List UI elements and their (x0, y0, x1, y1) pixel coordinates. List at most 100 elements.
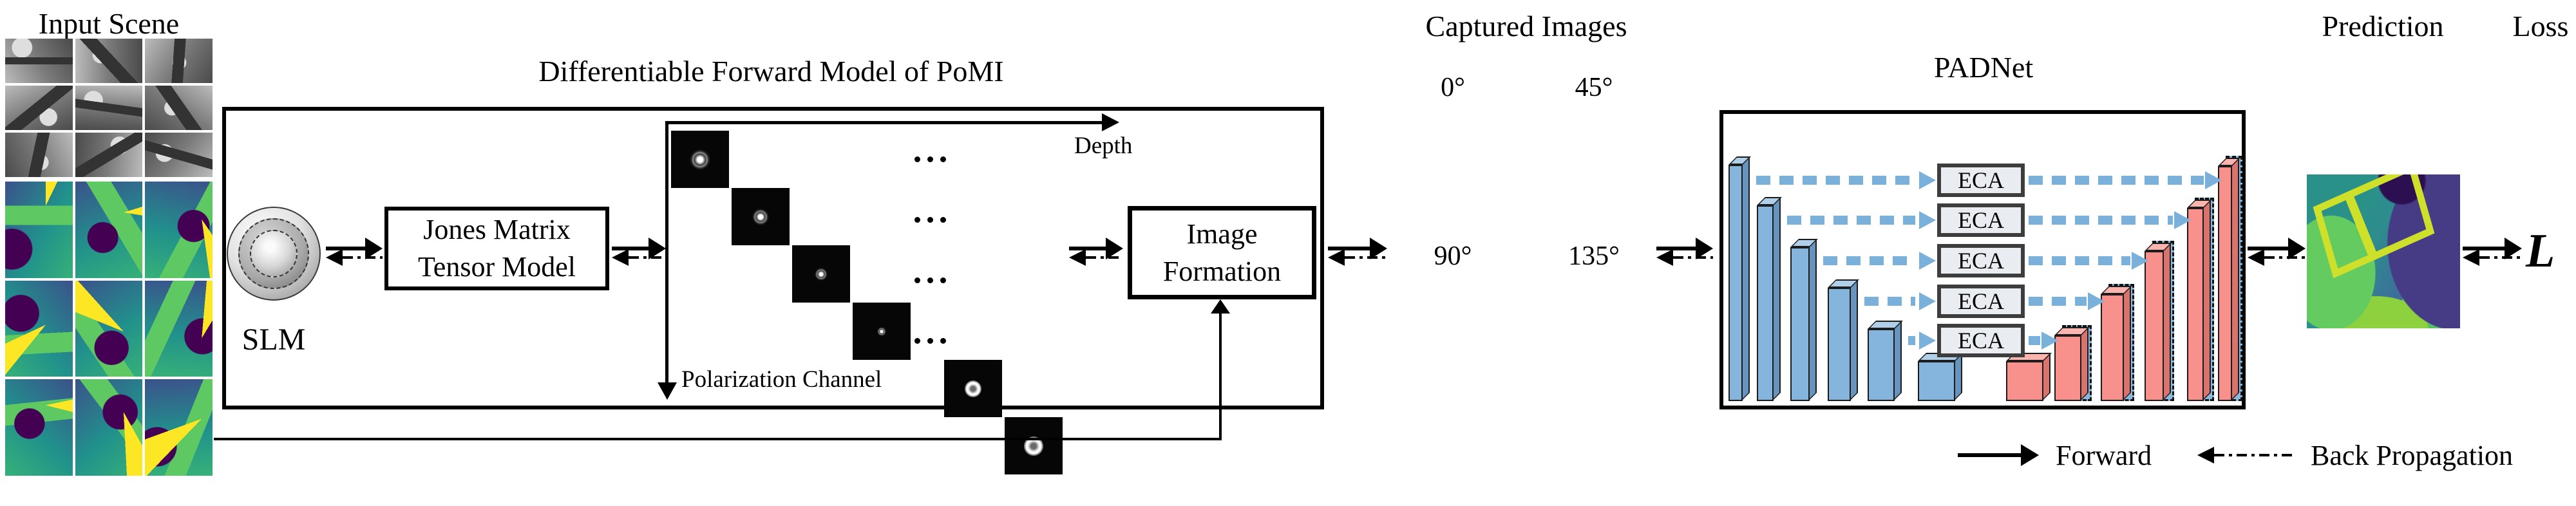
decoder-bar-3-front (2145, 251, 2164, 401)
skip-arrow-right-5 (2029, 336, 2040, 345)
backprop-arrowhead-icon (326, 249, 343, 266)
decoder-bar-2-front (2187, 208, 2204, 401)
psf-cell (853, 303, 911, 360)
skip-arrow-right-head-icon (2174, 211, 2191, 229)
legend-back-label: Back Propagation (2311, 440, 2514, 471)
jones-matrix-box: Jones Matrix Tensor Model (384, 207, 609, 290)
backprop-arrowhead-icon (612, 249, 629, 266)
psf-cell (732, 188, 790, 245)
legend-back-arrowhead-icon (2197, 447, 2214, 464)
skip-arrow-right-head-icon (2088, 292, 2105, 310)
forward-arrow-line (1656, 247, 1698, 250)
forward-arrow-line (612, 247, 650, 250)
forward-arrow-line (1328, 247, 1372, 250)
decoder-bar-5-front (2054, 335, 2081, 401)
psf-ellipsis-dot (927, 277, 933, 283)
forward-arrow-line (326, 247, 367, 250)
psf-ellipsis-dot (914, 277, 920, 283)
legend-back-arrow-line (2214, 454, 2293, 456)
polarization-axis-label: Polarization Channel (681, 366, 882, 393)
skip-arrow-left-head-icon (1919, 171, 1936, 189)
skip-arrow-left-head-icon (1919, 292, 1936, 310)
input-depth-grid (5, 182, 213, 476)
psf-spot-icon (815, 267, 828, 281)
image-formation-box: Image Formation (1128, 206, 1316, 299)
jones-matrix-box-line2: Tensor Model (418, 251, 576, 283)
eca-box-2: ECA (1937, 203, 2025, 237)
input-intensity-grid (5, 39, 213, 177)
captured-angle-label: 45° (1575, 73, 1613, 102)
skip-arrow-left-1 (1756, 176, 1915, 185)
skip-arrow-right-4 (2029, 297, 2087, 306)
psf-spot-icon (877, 326, 886, 336)
psf-ellipsis-dot (927, 216, 933, 223)
skip-arrow-left-4 (1864, 297, 1915, 306)
skip-arrow-right-head-icon (2132, 252, 2148, 270)
jones-matrix-box-line1: Jones Matrix (423, 214, 571, 245)
depth-feedback-line-horizontal (214, 438, 1220, 440)
input-intensity-cell (5, 133, 73, 177)
encoder-bar-3-front (1790, 247, 1810, 401)
skip-arrow-right-head-icon (2041, 332, 2058, 350)
input-depth-cell (75, 182, 143, 278)
depth-feedback-arrowhead-icon (1211, 299, 1230, 314)
loss-symbol: L (2526, 225, 2555, 277)
encoder-bar-4-front (1828, 288, 1851, 401)
legend-forward-arrowhead-icon (2021, 444, 2039, 466)
input-intensity-cell (5, 86, 73, 130)
polarization-axis-line (665, 121, 668, 384)
psf-ellipsis-dot (914, 156, 920, 162)
psf-ellipsis-dot (914, 216, 920, 223)
depth-axis-line (667, 121, 1103, 124)
input-intensity-cell (5, 39, 73, 83)
encoder-bar-6-front (1918, 361, 1955, 401)
slm-label: SLM (242, 323, 306, 357)
psf-cell (792, 245, 850, 303)
decoder-bar-1-front (2218, 166, 2232, 401)
backprop-arrow-line (2264, 256, 2306, 259)
input-depth-cell (5, 280, 73, 377)
polarization-axis-arrowhead-icon (658, 382, 677, 400)
captured-angle-label: 0° (1441, 73, 1465, 102)
input-depth-cell (75, 280, 143, 377)
forward-arrowhead-icon (649, 238, 666, 259)
forward-arrow-line (1069, 247, 1108, 250)
input-intensity-cell (145, 39, 213, 83)
encoder-bar-2-front (1757, 205, 1774, 401)
psf-cell (671, 131, 729, 188)
forward-arrow-line (2463, 247, 2506, 250)
backprop-arrow-line (1673, 256, 1713, 259)
captured-images-title: Captured Images (1425, 10, 1627, 42)
psf-ellipsis-icon (914, 337, 946, 344)
skip-arrow-right-3 (2029, 256, 2130, 265)
psf-ellipsis-dot (914, 337, 920, 344)
eca-box-5: ECA (1937, 324, 2025, 357)
eca-box-3: ECA (1937, 244, 2025, 277)
image-formation-box-line1: Image (1186, 218, 1258, 250)
skip-arrow-left-head-icon (1919, 252, 1936, 270)
captured-angle-label: 90° (1434, 241, 1472, 271)
input-intensity-cell (145, 133, 213, 177)
forward-arrowhead-icon (2288, 238, 2306, 259)
skip-arrow-left-head-icon (1919, 211, 1936, 229)
forward-arrowhead-icon (1370, 238, 1387, 259)
skip-arrow-right-head-icon (2205, 171, 2222, 189)
prediction-depth-image (2307, 174, 2460, 328)
input-intensity-cell (75, 133, 143, 177)
skip-arrow-left-5 (1908, 336, 1915, 345)
input-intensity-cell (75, 39, 143, 83)
padnet-title: PADNet (1933, 51, 2034, 84)
backprop-arrow-line (1086, 256, 1123, 259)
psf-spot-icon (690, 149, 710, 170)
psf-cell (944, 360, 1002, 417)
backprop-arrowhead-icon (2248, 249, 2264, 266)
input-depth-cell (145, 280, 213, 377)
psf-ring-icon (965, 380, 981, 397)
forward-model-box (222, 107, 1324, 409)
captured-angle-label: 135° (1568, 241, 1620, 271)
input-depth-cell (5, 379, 73, 476)
padnet-box (1719, 110, 2246, 409)
forward-arrowhead-icon (365, 238, 383, 259)
skip-arrow-left-head-icon (1919, 332, 1936, 350)
slm-lens-core (250, 230, 298, 277)
